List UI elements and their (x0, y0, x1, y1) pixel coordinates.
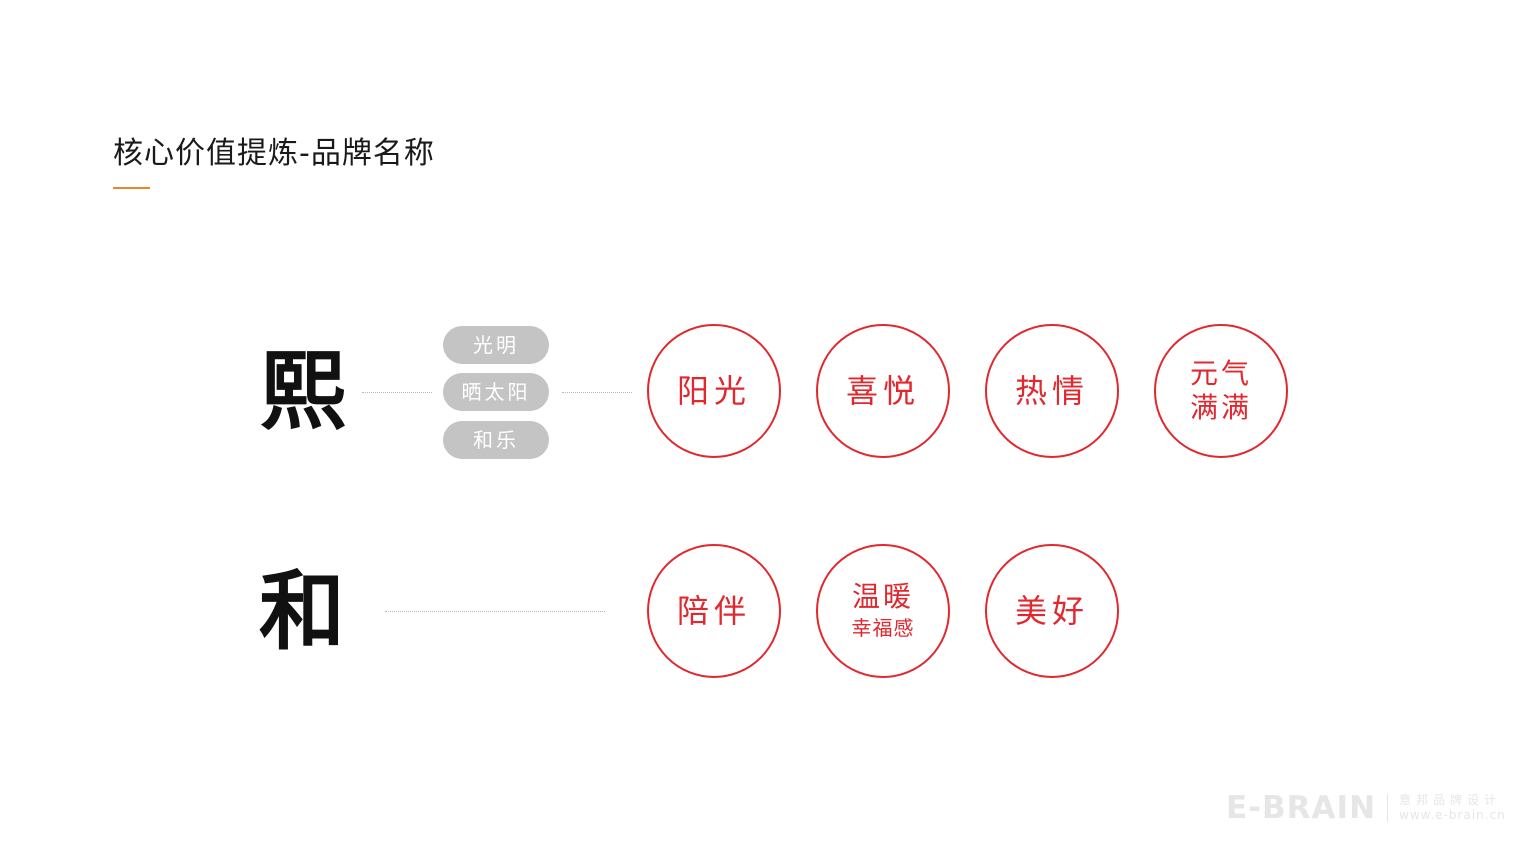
brand-watermark: E-BRAIN 意邦品牌设计 www.e-brain.cn (1226, 790, 1506, 826)
value-circle-wennuan: 温暖 幸福感 (816, 544, 950, 678)
value-label: 温暖 (851, 580, 914, 613)
value-circle-yangguang: 阳光 (647, 324, 781, 458)
value-circle-yuanqi: 元气 满满 (1154, 324, 1288, 458)
watermark-tagline: 意邦品牌设计 (1399, 793, 1502, 807)
brand-char-he: 和 (259, 562, 345, 662)
value-label: 热情 (1014, 372, 1089, 410)
value-label: 阳光 (676, 372, 751, 410)
brand-char-xi: 熙 (260, 342, 346, 442)
watermark-divider (1387, 794, 1389, 822)
value-label: 元气 (1189, 357, 1252, 390)
value-label: 美好 (1014, 592, 1089, 630)
dotted-connector (385, 611, 605, 612)
value-label: 满满 (1189, 391, 1252, 424)
value-circle-reqing: 热情 (985, 324, 1119, 458)
value-label: 幸福感 (851, 616, 915, 640)
dotted-connector (562, 392, 632, 393)
value-circle-meihao: 美好 (985, 544, 1119, 678)
value-label: 陪伴 (676, 592, 751, 630)
page-title: 核心价值提炼-品牌名称 (113, 136, 435, 171)
keyword-pill: 和乐 (443, 421, 549, 459)
keyword-pill: 晒太阳 (443, 373, 549, 411)
watermark-text: 意邦品牌设计 www.e-brain.cn (1399, 793, 1506, 823)
watermark-logo: E-BRAIN (1226, 790, 1377, 826)
watermark-url: www.e-brain.cn (1399, 808, 1506, 822)
keyword-pill: 光明 (443, 326, 549, 364)
value-label: 喜悦 (845, 372, 920, 410)
value-circle-xiyue: 喜悦 (816, 324, 950, 458)
title-underline (113, 187, 150, 189)
value-circle-peiban: 陪伴 (647, 544, 781, 678)
dotted-connector (362, 392, 432, 393)
